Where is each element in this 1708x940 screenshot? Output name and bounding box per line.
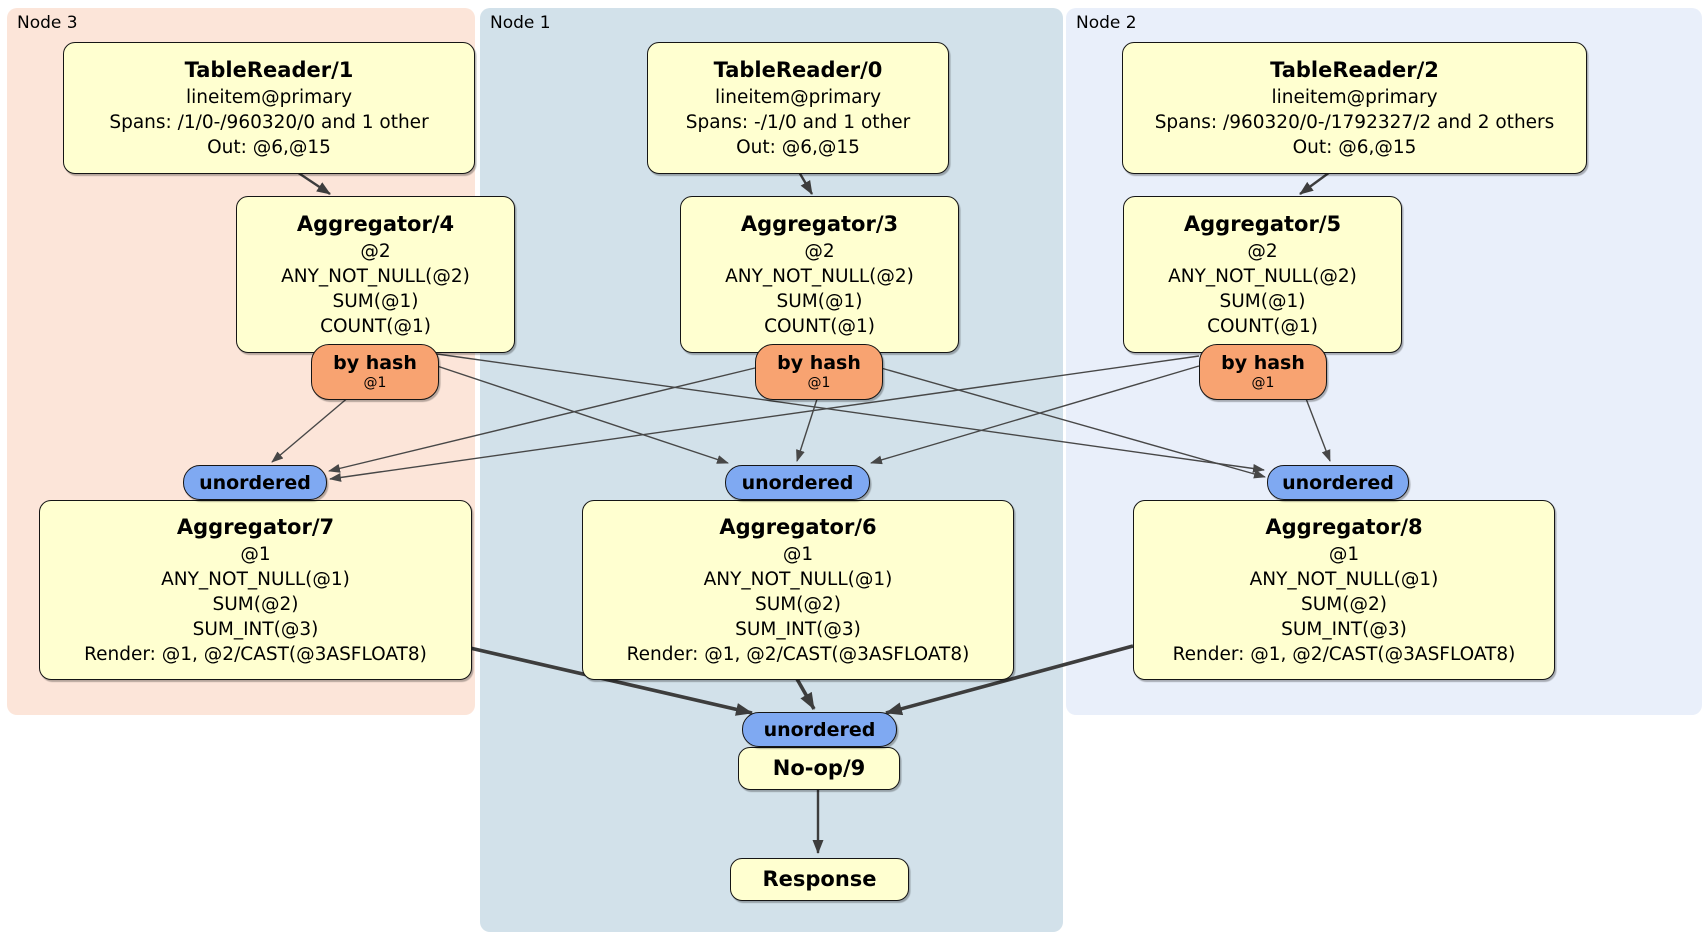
- processor-title: No-op/9: [772, 756, 866, 780]
- processor-detail-line: @1: [240, 544, 271, 565]
- processor-title: Aggregator/8: [1265, 515, 1423, 539]
- router-label: by hash: [777, 352, 861, 374]
- processor-title: TableReader/1: [184, 58, 354, 82]
- stream-unordered-6: unordered: [725, 465, 870, 500]
- edge-by-hash-3-to-unordered-8: [880, 367, 1266, 479]
- node-region-label: Node 1: [490, 13, 551, 33]
- edge-by-hash-5-to-unordered-8: [1304, 395, 1331, 462]
- stream-label: unordered: [763, 718, 876, 741]
- edge-by-hash-4-to-unordered-6: [436, 365, 729, 464]
- router-by-hash-3: by hash@1: [755, 344, 883, 400]
- router-by-hash-5: by hash@1: [1199, 344, 1327, 400]
- edge-by-hash-3-to-unordered-6: [796, 395, 819, 462]
- processor-detail-line: ANY_NOT_NULL(@1): [1249, 569, 1439, 590]
- stream-unordered-8: unordered: [1267, 465, 1409, 500]
- processor-detail-line: @1: [1328, 544, 1360, 565]
- processor-detail-line: Render: @1, @2/CAST(@3ASFLOAT8): [1172, 644, 1516, 665]
- router-hash-column: @1: [1251, 375, 1275, 391]
- processor-detail-line: @1: [782, 544, 814, 565]
- processor-detail-line: ANY_NOT_NULL(@1): [703, 569, 893, 590]
- node-region-label: Node 2: [1076, 13, 1137, 33]
- processor-detail-line: ANY_NOT_NULL(@2): [725, 266, 914, 287]
- node-region-label: Node 3: [17, 13, 78, 33]
- edge-by-hash-5-to-unordered-7: [329, 355, 1200, 482]
- processor-detail-line: SUM(@2): [1301, 594, 1387, 615]
- processor-detail-line: ANY_NOT_NULL(@1): [161, 569, 350, 590]
- processor-detail-line: COUNT(@1): [764, 316, 875, 337]
- processor-detail-line: ANY_NOT_NULL(@2): [281, 266, 470, 287]
- processor-detail-line: SUM(@1): [776, 291, 863, 312]
- stream-label: unordered: [199, 471, 311, 494]
- edge-by-hash-5-to-unordered-6: [870, 365, 1200, 465]
- edge-aggregator-6-to-unordered-final: [795, 678, 816, 710]
- processor-title: TableReader/2: [1270, 58, 1439, 82]
- processor-title: Aggregator/3: [740, 212, 899, 236]
- processor-detail-line: Spans: -/1/0 and 1 other: [685, 112, 911, 133]
- processor-detail-line: SUM_INT(@3): [192, 619, 319, 640]
- stream-unordered-final: unordered: [742, 712, 897, 747]
- processor-detail-line: COUNT(@1): [320, 316, 431, 337]
- edge-tablereader-0-to-aggregator-3: [797, 171, 814, 195]
- edge-by-hash-4-to-unordered-8: [436, 353, 1265, 473]
- processor-detail-line: Spans: /960320/0-/1792327/2 and 2 others: [1154, 112, 1555, 133]
- edge-aggregator-7-to-unordered-final: [469, 646, 753, 716]
- processor-detail-line: COUNT(@1): [1207, 316, 1318, 337]
- processor-detail-line: Out: @6,@15: [207, 137, 331, 158]
- edge-tablereader-1-to-aggregator-4: [296, 171, 331, 195]
- processor-detail-line: SUM_INT(@3): [735, 619, 861, 640]
- router-label: by hash: [333, 352, 417, 374]
- processor-detail-line: @2: [804, 241, 835, 262]
- processor-detail-line: Render: @1, @2/CAST(@3ASFLOAT8): [626, 644, 970, 665]
- router-label: by hash: [1221, 352, 1305, 374]
- processor-detail-line: SUM_INT(@3): [1281, 619, 1407, 640]
- router-by-hash-4: by hash@1: [311, 344, 439, 400]
- edge-by-hash-3-to-unordered-7: [328, 367, 756, 473]
- processor-title: Aggregator/7: [176, 515, 335, 539]
- processor-detail-line: SUM(@1): [332, 291, 419, 312]
- processor-detail-line: @2: [1247, 241, 1278, 262]
- processor-title: TableReader/0: [713, 58, 883, 82]
- edge-tablereader-2-to-aggregator-5: [1299, 171, 1331, 195]
- processor-detail-line: lineitem@primary: [1271, 87, 1438, 108]
- processor-detail-line: Out: @6,@15: [736, 137, 860, 158]
- processor-detail-line: lineitem@primary: [185, 87, 353, 108]
- processor-title: Aggregator/5: [1183, 212, 1342, 236]
- processor-detail-line: lineitem@primary: [714, 87, 882, 108]
- edge-by-hash-4-to-unordered-7: [271, 395, 351, 463]
- processor-detail-line: ANY_NOT_NULL(@2): [1168, 266, 1357, 287]
- router-hash-column: @1: [363, 375, 387, 391]
- processor-detail-line: Spans: /1/0-/960320/0 and 1 other: [109, 112, 429, 133]
- processor-title: Aggregator/6: [719, 515, 877, 539]
- processor-detail-line: @2: [360, 241, 391, 262]
- processor-detail-line: Render: @1, @2/CAST(@3ASFLOAT8): [84, 644, 427, 665]
- stream-label: unordered: [741, 471, 854, 494]
- processor-detail-line: Out: @6,@15: [1292, 137, 1417, 158]
- edge-aggregator-8-to-unordered-final: [885, 644, 1134, 716]
- processor-title: Response: [762, 867, 877, 891]
- processor-detail-line: SUM(@2): [755, 594, 841, 615]
- processor-no-op-9: No-op/9: [738, 747, 900, 790]
- processor-response: Response: [730, 858, 909, 901]
- router-hash-column: @1: [807, 375, 831, 391]
- processor-detail-line: SUM(@1): [1219, 291, 1306, 312]
- processor-title: Aggregator/4: [296, 212, 455, 236]
- stream-label: unordered: [1282, 471, 1394, 494]
- stream-unordered-7: unordered: [183, 465, 327, 500]
- processor-detail-line: SUM(@2): [212, 594, 299, 615]
